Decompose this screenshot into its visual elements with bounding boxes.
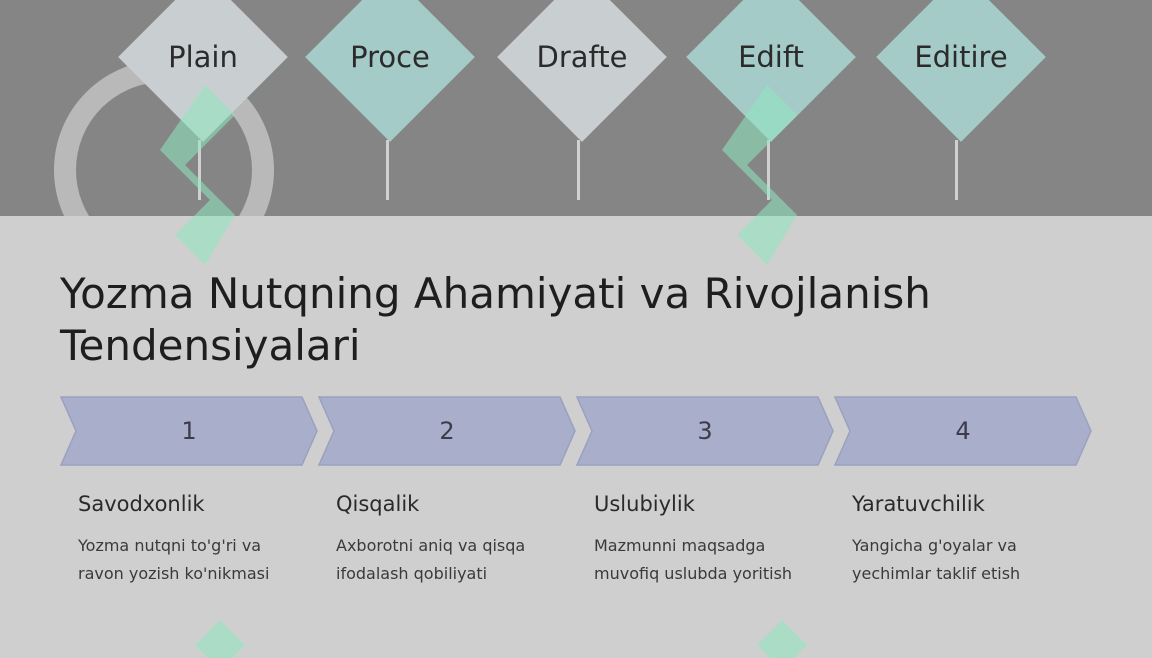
step-chevron-2: 2 — [318, 396, 576, 466]
step-heading: Yaratuvchilik — [852, 492, 985, 516]
chevron-shape — [60, 396, 318, 466]
step-number: 2 — [439, 417, 455, 445]
watermark-logo-icon — [757, 620, 807, 658]
banner-node-label: Drafte — [536, 40, 628, 74]
node-stem — [955, 140, 958, 200]
banner-node-label: Editire — [914, 40, 1008, 74]
banner-node-edift: Edift — [686, 0, 856, 142]
chevron-shape — [834, 396, 1092, 466]
step-heading: Savodxonlik — [78, 492, 205, 516]
step-chevron-4: 4 — [834, 396, 1092, 466]
step-number: 3 — [697, 417, 713, 445]
banner-node-label: Edift — [738, 40, 804, 74]
watermark-logo-icon — [722, 85, 797, 265]
banner-node-plain: Plain — [118, 0, 288, 142]
node-stem — [577, 140, 580, 200]
watermark-logo-icon — [160, 85, 235, 265]
page-title: Yozma Nutqning Ahamiyati va Rivojlanish … — [60, 269, 931, 370]
step-heading: Qisqalik — [336, 492, 420, 516]
step-number: 4 — [955, 417, 971, 445]
watermark-logo-icon — [195, 620, 245, 658]
chevron-shape — [318, 396, 576, 466]
step-description: Axborotni aniq va qisqa ifodalash qobili… — [336, 536, 526, 583]
step-heading: Uslubiylik — [594, 492, 695, 516]
step-number: 1 — [181, 417, 197, 445]
banner-node-editire: Editire — [876, 0, 1046, 142]
banner-node-label: Plain — [168, 40, 238, 74]
chevron-shape — [576, 396, 834, 466]
node-stem — [386, 140, 389, 200]
step-chevron-1: 1 — [60, 396, 318, 466]
node-stem — [198, 140, 201, 200]
step-description: Yozma nutqni to'g'ri va ravon yozish ko'… — [78, 536, 270, 583]
banner-node-proce: Proce — [305, 0, 475, 142]
node-stem — [767, 140, 770, 200]
banner-node-label: Proce — [350, 40, 430, 74]
step-chevron-3: 3 — [576, 396, 834, 466]
banner-node-drafte: Drafte — [497, 0, 667, 142]
step-description: Yangicha g'oyalar va yechimlar taklif et… — [852, 536, 1021, 583]
step-description: Mazmunni maqsadga muvofiq uslubda yoriti… — [594, 536, 793, 583]
